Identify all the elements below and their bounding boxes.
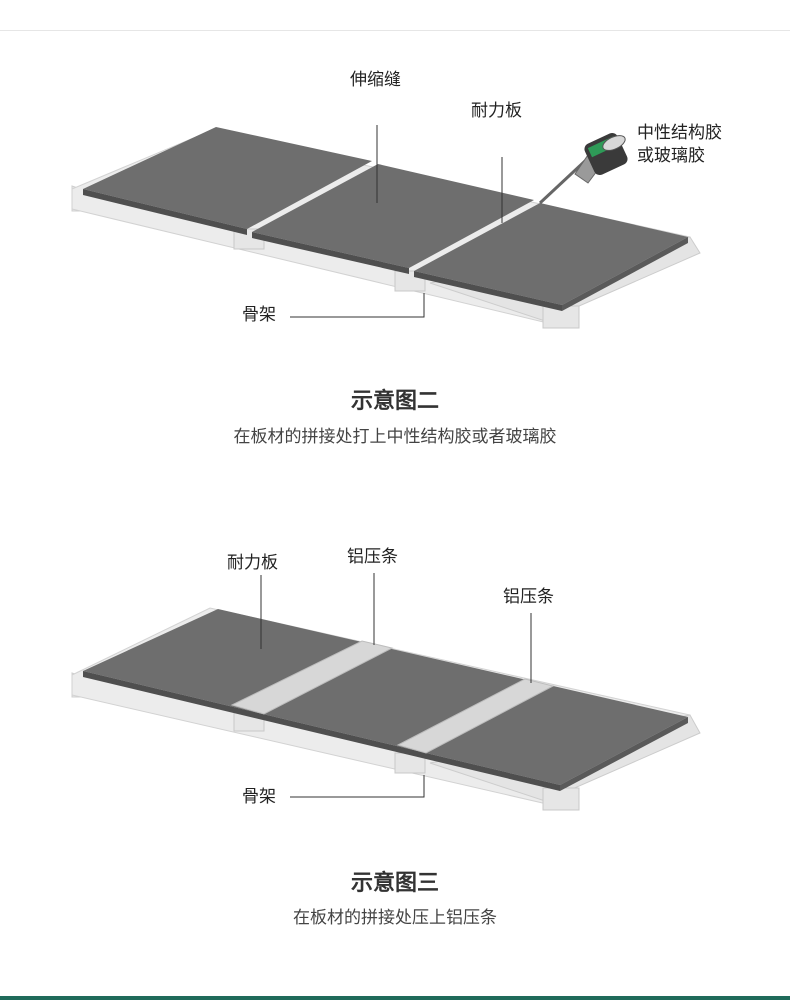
board-front-edge [83, 671, 560, 791]
label-sealant-line2: 或玻璃胶 [637, 146, 705, 166]
frame-support-block-3 [542, 787, 580, 811]
diagram-3-panel: 耐力板 铝压条 铝压条 骨架 示意图三 在板材的拼接处压上铝压条 [0, 483, 790, 995]
diagram-2-illustration [71, 125, 701, 329]
board-middle-edge [252, 232, 409, 274]
board-side-edge [560, 717, 688, 791]
aluminium-strip-left [230, 640, 394, 715]
board-left [83, 127, 372, 229]
diagram-3-title: 示意图三 [350, 871, 439, 896]
label-strip-left: 铝压条 [347, 547, 398, 567]
board-right-edge [414, 271, 562, 311]
board-left-edge [83, 189, 247, 235]
label-board: 耐力板 [227, 553, 278, 573]
label-sealant-line1: 中性结构胶 [637, 123, 722, 143]
board-right-side-edge [562, 237, 688, 311]
aluminium-strip-right [396, 678, 555, 754]
diagram-3-caption: 在板材的拼接处压上铝压条 [293, 908, 497, 928]
label-strip-right: 铝压条 [503, 587, 554, 607]
label-expansion-joint: 伸缩缝 [350, 70, 401, 90]
glue-tube-icon [538, 132, 628, 205]
diagram-3-illustration [71, 573, 701, 811]
label-board: 耐力板 [471, 101, 522, 121]
board-surface [83, 609, 688, 785]
board-right [414, 203, 688, 305]
diagram-2-title: 示意图二 [350, 389, 439, 414]
label-frame: 骨架 [242, 787, 276, 807]
label-frame: 骨架 [242, 305, 276, 325]
leader-frame [290, 293, 425, 318]
leader-frame [290, 775, 425, 798]
diagram-2-panel: 伸缩缝 耐力板 中性结构胶 或玻璃胶 骨架 示意图二 在板材的拼接处打上中性结构… [0, 30, 790, 484]
board-middle [252, 164, 534, 268]
footer-accent-bar [0, 996, 790, 1000]
diagram-2-caption: 在板材的拼接处打上中性结构胶或者玻璃胶 [233, 427, 557, 447]
